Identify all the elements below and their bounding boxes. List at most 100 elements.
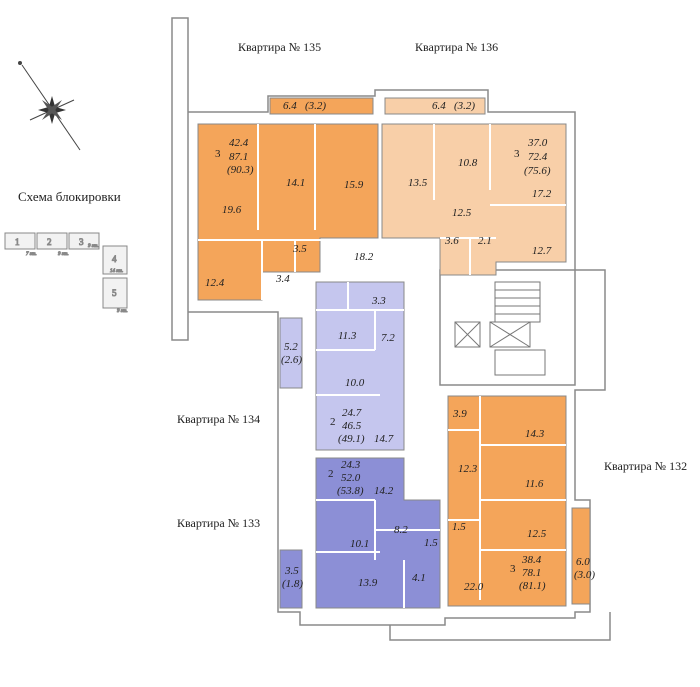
apartment-136-title: Квартира № 136 <box>415 40 499 54</box>
apartment-132-title: Квартира № 132 <box>604 459 688 473</box>
room-136-4: 12.5 <box>452 207 472 219</box>
labels-132: 3.9 14.3 11.6 12.3 12.5 1.5 3 38.4 78.1 … <box>452 408 595 593</box>
summary-135-living: 42.4 <box>229 137 249 149</box>
room-133-1: 14.2 <box>374 485 394 497</box>
balcony-133-reduced: (1.8) <box>282 578 303 590</box>
room-133-3: 10.1 <box>350 538 369 550</box>
room-133-4: 1.5 <box>424 537 438 549</box>
apartment-133-area <box>315 457 441 609</box>
room-135-3: 15.9 <box>344 179 364 191</box>
apartment-136-area <box>381 123 567 276</box>
apartment-134[interactable] <box>279 281 405 451</box>
room-136-7: 12.7 <box>532 245 552 257</box>
room-135-6: 3.4 <box>275 273 290 285</box>
room-134-4: 10.0 <box>345 377 365 389</box>
scheme-dim-5: 9 эт. <box>117 309 128 314</box>
room-134-5: 14.7 <box>374 433 394 445</box>
apartment-133[interactable] <box>279 457 441 609</box>
scheme-dim-1: 7 эт. <box>26 252 37 257</box>
apartment-135-walls <box>198 124 378 300</box>
scheme-blocking: 1 2 3 4 5 7 эт. 9 эт. 9 эт. 14 эт. 9 эт. <box>4 232 128 315</box>
summary-133-reduced: (53.8) <box>337 485 364 497</box>
summary-136-living: 37.0 <box>527 137 548 149</box>
labels-135: 6.4 (3.2) 3 42.4 87.1 (90.3) 19.6 14.1 1… <box>205 100 374 289</box>
scheme-dim-3: 9 эт. <box>88 244 99 249</box>
labels-136: 6.4 (3.2) 3 37.0 72.4 (75.6) 13.5 10.8 1… <box>408 100 552 257</box>
stair-core <box>454 281 546 376</box>
labels-133: 2 24.3 52.0 (53.8) 14.2 8.2 10.1 1.5 13.… <box>282 459 438 590</box>
scheme-section-5: 5 <box>112 288 117 298</box>
room-135-5: 3.5 <box>292 243 307 255</box>
summary-136-rooms: 3 <box>514 148 520 160</box>
summary-136-reduced: (75.6) <box>524 165 551 177</box>
room-136-1: 13.5 <box>408 177 428 189</box>
summary-132-living: 38.4 <box>521 554 542 566</box>
summary-134-living: 24.7 <box>342 407 362 419</box>
balcony-136-reduced: (3.2) <box>454 100 475 112</box>
scheme-dim-2: 9 эт. <box>58 252 69 257</box>
summary-136-total: 72.4 <box>528 151 548 163</box>
balcony-134-reduced: (2.6) <box>281 354 302 366</box>
apartment-132-walls <box>448 396 566 600</box>
balcony-132 <box>571 507 591 605</box>
room-132-3: 11.6 <box>525 478 544 490</box>
room-136-2: 10.8 <box>458 157 478 169</box>
apartment-136-walls <box>433 124 566 275</box>
room-136-6: 2.1 <box>478 235 492 247</box>
room-132-1: 3.9 <box>452 408 467 420</box>
room-135-2: 14.1 <box>286 177 305 189</box>
labels-134: 5.2 (2.6) 3.3 11.3 7.2 10.0 2 24.7 46.5 … <box>281 295 395 445</box>
summary-132-total: 78.1 <box>522 567 541 579</box>
compass-rose-icon <box>18 61 81 151</box>
room-133-6: 4.1 <box>412 572 426 584</box>
balcony-136 <box>384 97 486 115</box>
room-135-1: 19.6 <box>222 204 242 216</box>
summary-133-total: 52.0 <box>341 472 361 484</box>
apartment-132[interactable] <box>447 395 591 607</box>
room-133-2: 8.2 <box>394 524 408 536</box>
balcony-132-reduced: (3.0) <box>574 569 595 581</box>
summary-135-rooms: 3 <box>215 148 221 160</box>
balcony-135-area: 6.4 <box>283 100 297 112</box>
summary-134-total: 46.5 <box>342 420 362 432</box>
scheme-section-3: 3 <box>79 237 84 247</box>
summary-133-rooms: 2 <box>328 468 334 480</box>
scheme-section-4: 4 <box>112 254 117 264</box>
scheme-title: Схема блокировки <box>18 189 121 204</box>
room-135-4: 12.4 <box>205 277 225 289</box>
room-132-2: 14.3 <box>525 428 545 440</box>
scheme-section-2: 2 <box>47 237 52 247</box>
room-132-4: 12.3 <box>458 463 478 475</box>
apartment-136[interactable] <box>381 97 567 276</box>
summary-134-rooms: 2 <box>330 416 336 428</box>
scheme-section-1: 1 <box>15 237 20 247</box>
apartment-134-walls <box>316 282 404 396</box>
summary-135-reduced: (90.3) <box>227 164 254 176</box>
building-outline <box>171 17 611 641</box>
balcony-136-area: 6.4 <box>432 100 446 112</box>
room-132-6: 1.5 <box>452 521 466 533</box>
apartment-135-area <box>197 123 379 301</box>
summary-134-reduced: (49.1) <box>338 433 365 445</box>
apartment-135-title: Квартира № 135 <box>238 40 322 54</box>
apartment-133-title: Квартира № 133 <box>177 516 261 530</box>
apartment-133-walls <box>316 499 440 608</box>
balcony-133-area: 3.5 <box>284 565 299 577</box>
balcony-135-reduced: (3.2) <box>305 100 326 112</box>
balcony-132-area: 6.0 <box>576 556 590 568</box>
summary-132-reduced: (81.1) <box>519 580 546 592</box>
room-134-2: 11.3 <box>338 330 357 342</box>
summary-135-total: 87.1 <box>229 151 248 163</box>
scheme-dim-4: 14 эт. <box>110 269 123 274</box>
apartment-135[interactable] <box>197 97 379 301</box>
balcony-134 <box>279 317 303 389</box>
room-132-7: 22.0 <box>464 581 484 593</box>
summary-132-rooms: 3 <box>510 563 516 575</box>
room-136-3: 17.2 <box>532 188 552 200</box>
room-135-7: 18.2 <box>354 251 374 263</box>
room-133-5: 13.9 <box>358 577 378 589</box>
summary-133-living: 24.3 <box>341 459 361 471</box>
balcony-133 <box>279 549 303 609</box>
balcony-134-area: 5.2 <box>284 341 298 353</box>
